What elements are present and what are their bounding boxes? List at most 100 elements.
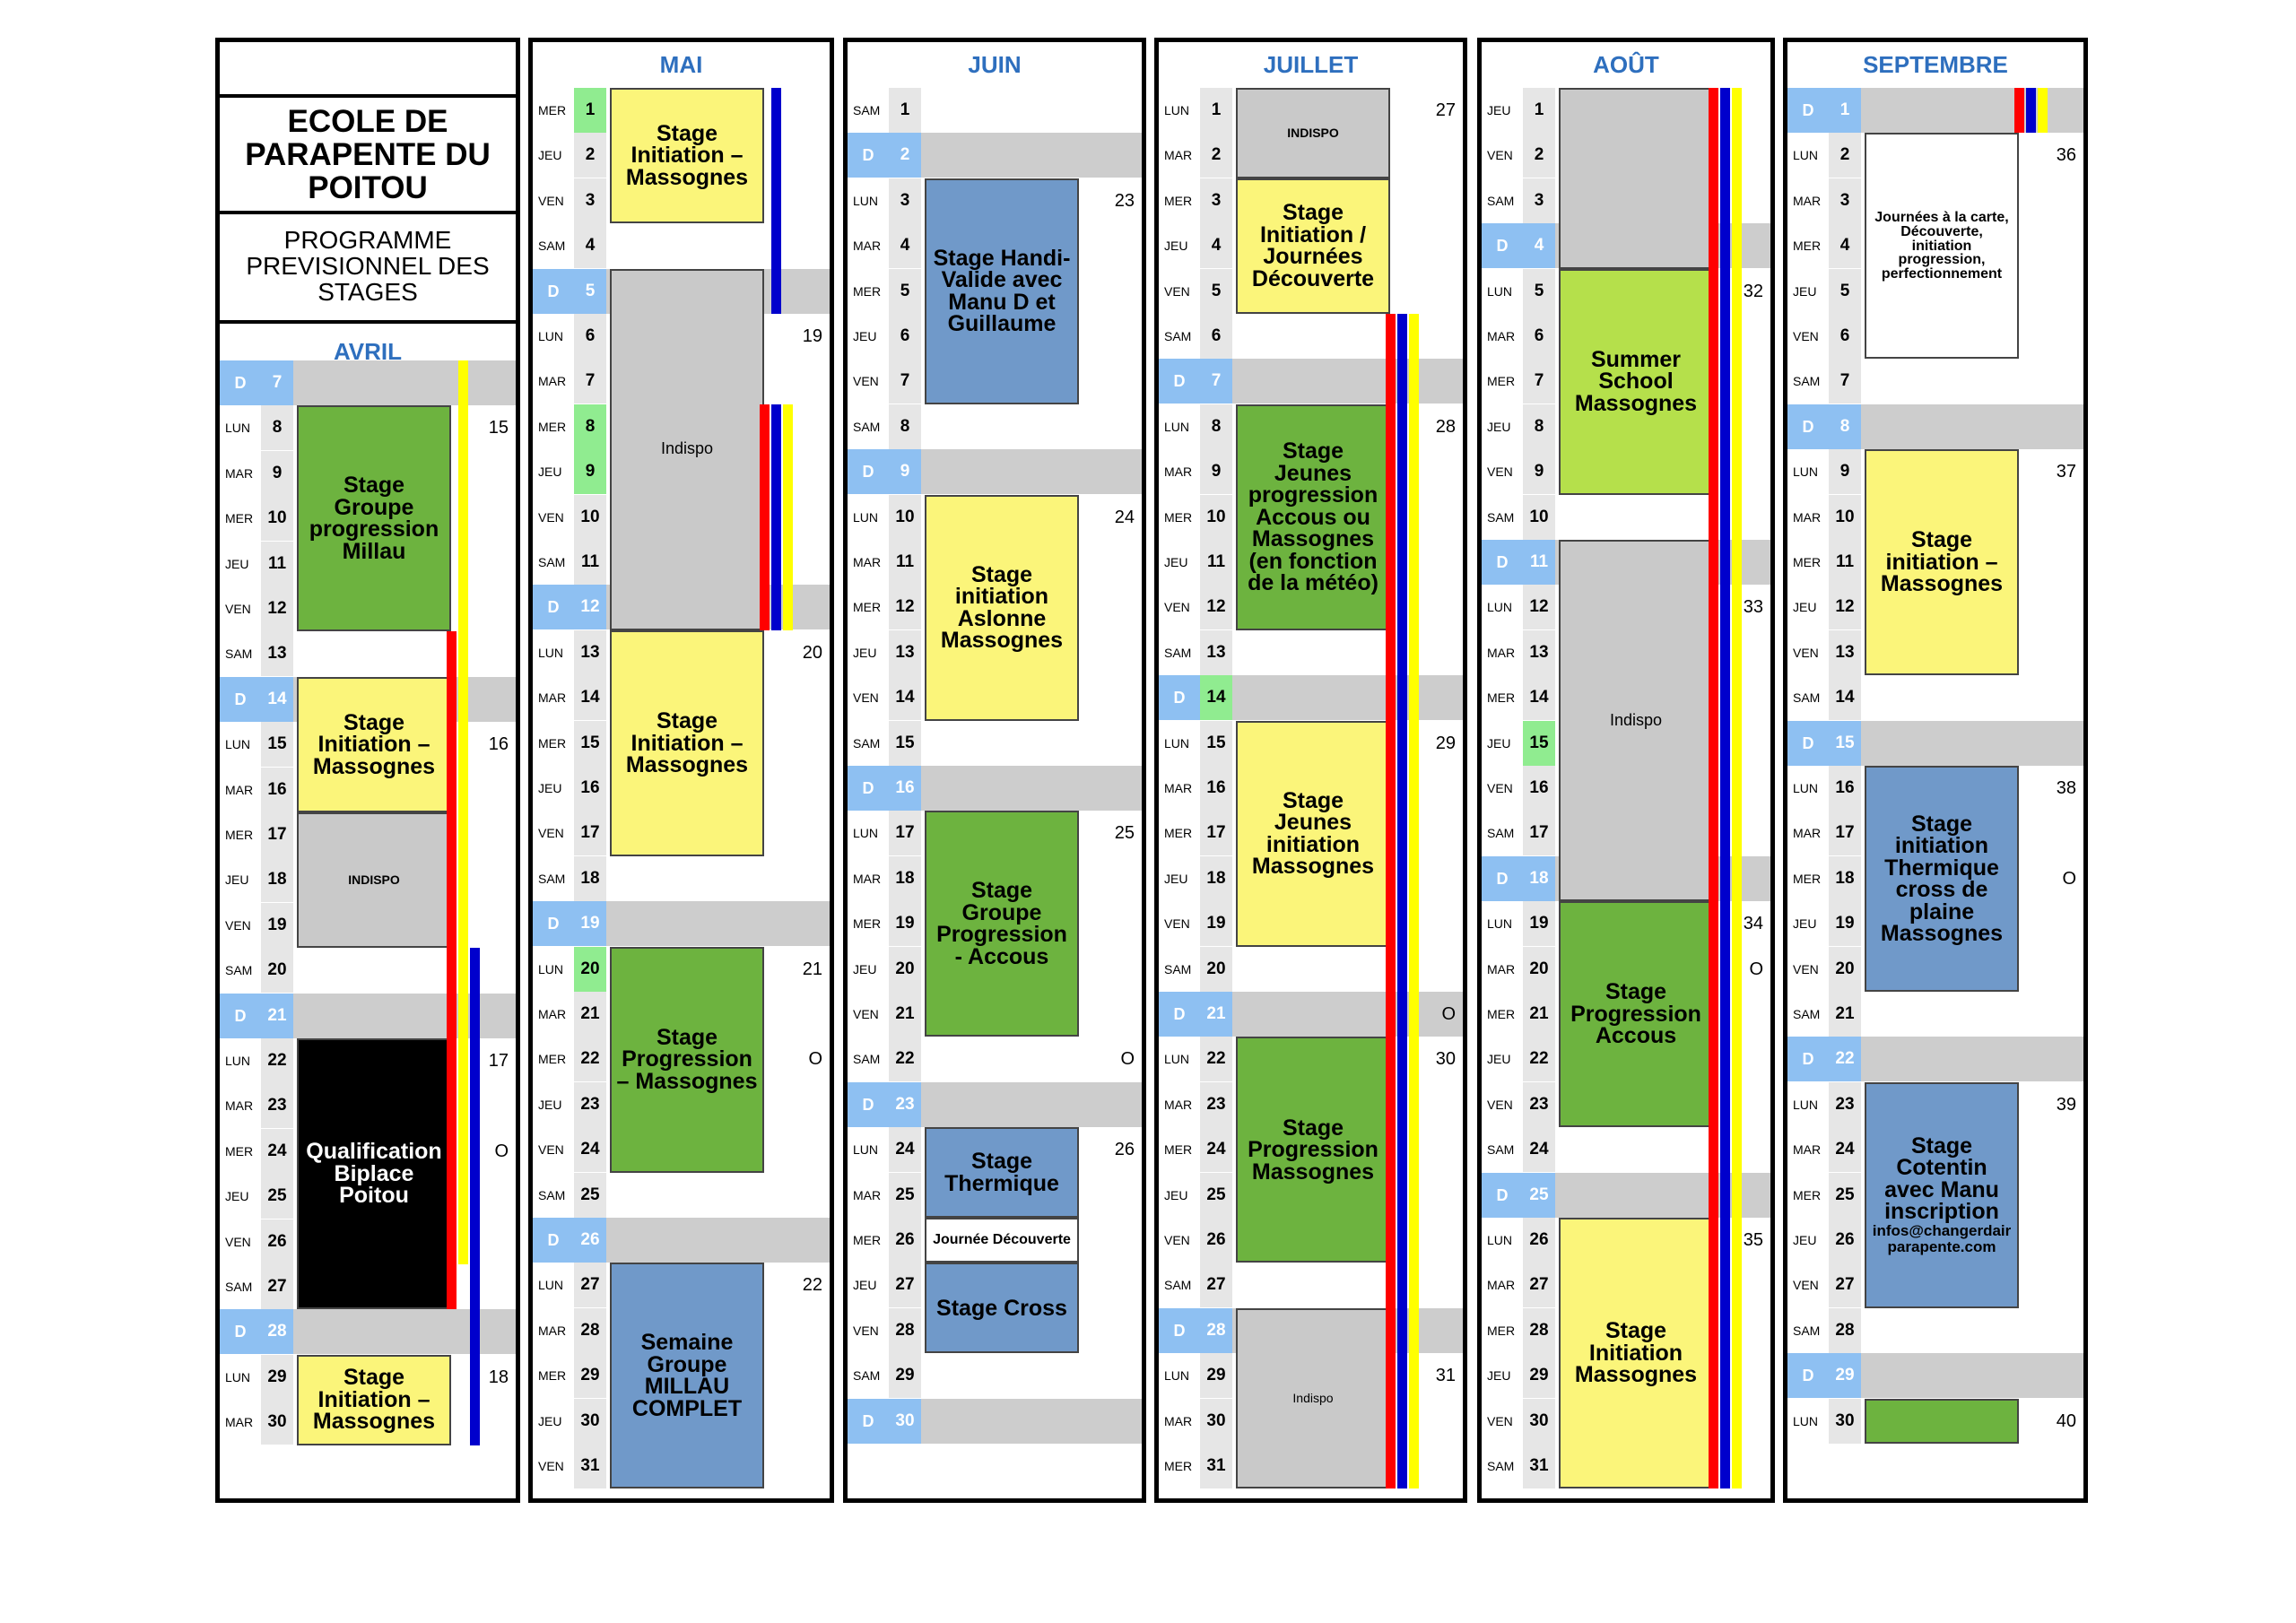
day-number: 30 bbox=[1200, 1398, 1232, 1444]
event-block[interactable]: Stage Initiation Massognes bbox=[1559, 1218, 1713, 1489]
event-block[interactable]: Stage initiation – Massognes bbox=[1865, 449, 2019, 676]
event-block[interactable]: Stage Cross bbox=[925, 1263, 1079, 1354]
day-number: 6 bbox=[1523, 314, 1555, 359]
availability-bar bbox=[1397, 314, 1407, 1489]
event-block[interactable]: Indispo bbox=[1559, 540, 1713, 902]
day-name: SAM bbox=[225, 963, 253, 978]
event-block[interactable]: Semaine Groupe MILLAU COMPLET bbox=[610, 1263, 764, 1489]
day-name: SAM bbox=[1487, 826, 1515, 841]
day-number: 22 bbox=[889, 1037, 921, 1082]
day-name: LUN bbox=[853, 193, 879, 208]
day-number: 4 bbox=[574, 223, 606, 269]
event-block[interactable]: Indispo bbox=[1236, 1307, 1390, 1489]
week-number: 37 bbox=[2056, 462, 2076, 482]
event-block[interactable]: INDISPO bbox=[297, 812, 451, 949]
day-number: 25 bbox=[261, 1174, 293, 1219]
event-block[interactable] bbox=[1559, 88, 1713, 269]
event-label: Indispo bbox=[660, 439, 714, 458]
day-name: MAR bbox=[1487, 1278, 1516, 1293]
event-block[interactable]: Stage Handi-Valide avec Manu D et Guilla… bbox=[925, 178, 1079, 404]
event-block[interactable]: Stage Progression – Massognes bbox=[610, 946, 764, 1173]
week-number: 25 bbox=[1114, 823, 1135, 844]
day-name: SAM bbox=[225, 647, 253, 662]
event-block[interactable]: Stage Initiation / Journées Découverte bbox=[1236, 178, 1390, 314]
event-block[interactable]: Stage Jeunes initiation Massognes bbox=[1236, 720, 1390, 947]
event-block[interactable]: Stage Initiation – Massognes bbox=[610, 629, 764, 856]
day-number: 16 bbox=[1200, 766, 1232, 811]
day-name: D bbox=[1159, 1307, 1200, 1353]
event-block[interactable]: Stage Thermique bbox=[925, 1127, 1079, 1218]
day-number: 25 bbox=[1200, 1172, 1232, 1218]
event-block[interactable]: Stage Initiation – Massognes bbox=[297, 1354, 451, 1445]
week-number: 28 bbox=[1435, 416, 1456, 437]
day-name: LUN bbox=[1793, 1097, 1819, 1112]
day-name: JEU bbox=[225, 556, 249, 571]
day-name: VEN bbox=[1164, 1233, 1190, 1247]
event-block[interactable]: Journées à la carte, Découverte, initiat… bbox=[1865, 133, 2019, 360]
week-number: 19 bbox=[802, 326, 822, 346]
event-block[interactable]: Qualification Biplace Poitou bbox=[297, 1038, 451, 1310]
day-name: JEU bbox=[853, 329, 877, 343]
day-number: 9 bbox=[889, 449, 921, 495]
event-block[interactable]: Stage Groupe progression Millau bbox=[297, 405, 451, 632]
day-number: 3 bbox=[889, 178, 921, 223]
day-name: MER bbox=[853, 1233, 882, 1247]
day-name: JEU bbox=[225, 872, 249, 888]
day-name: LUN bbox=[538, 645, 564, 660]
event-block[interactable]: INDISPO bbox=[1236, 88, 1390, 178]
day-name: LUN bbox=[853, 509, 879, 525]
day-number: 12 bbox=[574, 585, 606, 630]
event-block[interactable]: Stage Progression Massognes bbox=[1236, 1037, 1390, 1263]
day-name: D bbox=[1482, 540, 1523, 585]
availability-bar bbox=[1732, 88, 1742, 1489]
event-block[interactable]: Indispo bbox=[610, 268, 764, 630]
day-name: SAM bbox=[853, 103, 881, 117]
event-block[interactable]: Stage Progression Accous bbox=[1559, 901, 1713, 1128]
day-number: 24 bbox=[889, 1127, 921, 1173]
day-name: D bbox=[220, 360, 261, 405]
event-block[interactable]: Summer School Massognes bbox=[1559, 268, 1713, 495]
event-block[interactable]: Stage Groupe Progression - Accous bbox=[925, 811, 1079, 1037]
event-block[interactable]: Stage Initiation – Massognes bbox=[297, 676, 451, 812]
event-block[interactable]: Journée Découverte bbox=[925, 1218, 1079, 1263]
day-name: LUN bbox=[538, 961, 564, 976]
day-number: 10 bbox=[574, 494, 606, 540]
day-name: MER bbox=[853, 283, 882, 299]
day-number: 27 bbox=[1200, 1263, 1232, 1308]
event-block[interactable]: Stage Jeunes progression Accous ou Masso… bbox=[1236, 404, 1390, 630]
event-block[interactable]: Stage initiation Thermique cross de plai… bbox=[1865, 766, 2019, 992]
event-block[interactable]: Stage initiation Aslonne Massognes bbox=[925, 494, 1079, 721]
day-name: MER bbox=[225, 511, 254, 526]
week-number: 15 bbox=[488, 418, 509, 438]
event-block[interactable] bbox=[1865, 1398, 2019, 1444]
day-number: 5 bbox=[1523, 268, 1555, 314]
day-number: 5 bbox=[1829, 268, 1861, 314]
day-name: MER bbox=[1487, 690, 1516, 706]
event-block[interactable]: Stage Initiation – Massognes bbox=[610, 88, 764, 224]
day-number: 27 bbox=[574, 1263, 606, 1308]
